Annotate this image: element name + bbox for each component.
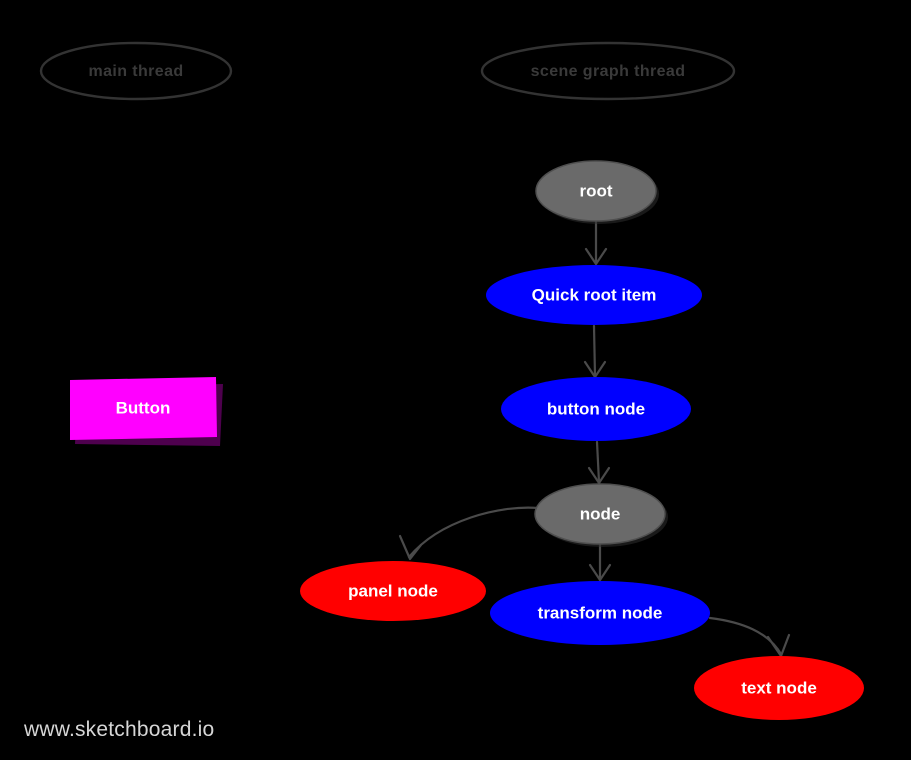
lane-main-thread-ellipse	[39, 41, 233, 101]
node-button-rect	[70, 377, 217, 440]
arrow-head-icon	[766, 633, 791, 658]
node-text-node[interactable]: text node	[694, 656, 864, 720]
node-transform-node-ellipse	[490, 581, 710, 645]
edge-node-to-transform-node[interactable]	[588, 543, 612, 582]
node-transform-node[interactable]: transform node	[490, 581, 710, 645]
edge-root-to-quick-root-item[interactable]	[584, 220, 608, 266]
node-button-node-ellipse	[501, 377, 691, 441]
node-root[interactable]: root	[535, 160, 659, 224]
node-panel-node-ellipse	[300, 561, 486, 621]
arrow-head-icon	[584, 247, 608, 266]
node-text-node-ellipse	[694, 656, 864, 720]
edge-line	[595, 440, 601, 484]
edge-transform-node-to-text-node[interactable]	[708, 616, 791, 658]
node-button-node[interactable]: button node	[501, 377, 691, 441]
node-quick-root-item[interactable]: Quick root item	[486, 265, 702, 325]
node-root-ellipse	[535, 160, 657, 222]
edge-button-node-to-node[interactable]	[587, 440, 611, 485]
arrow-head-icon	[587, 466, 611, 485]
arrow-head-icon	[583, 360, 607, 379]
edge-line	[592, 324, 597, 378]
node-button[interactable]: Button	[70, 377, 223, 446]
node-panel-node[interactable]: panel node	[300, 561, 486, 621]
edge-node-to-panel-node[interactable]	[398, 506, 540, 561]
edge-line	[708, 616, 783, 656]
node-quick-root-item-ellipse	[486, 265, 702, 325]
edge-quick-root-item-to-button-node[interactable]	[583, 324, 607, 379]
node-node-ellipse	[534, 483, 666, 545]
edges-group	[398, 220, 791, 658]
arrow-head-icon	[588, 563, 612, 582]
arrow-head-icon	[398, 534, 423, 561]
lane-scene-graph-thread-ellipse	[480, 41, 736, 101]
